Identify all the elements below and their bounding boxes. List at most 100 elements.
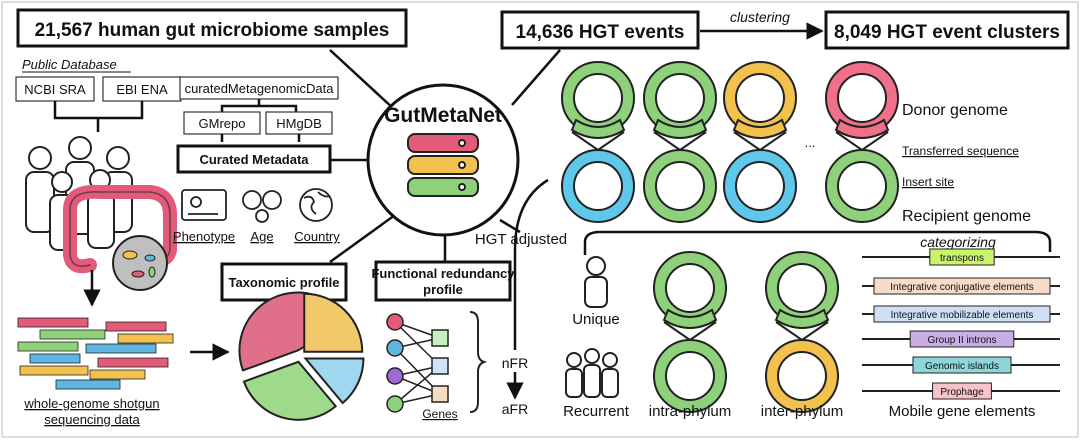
hub-title: GutMetaNet bbox=[384, 104, 502, 127]
recipient-genome-ring bbox=[644, 150, 716, 222]
recipient-ring-inner bbox=[837, 161, 887, 211]
unique-person-icon bbox=[584, 256, 608, 308]
recipient-genome-label: Recipient genome bbox=[902, 208, 1031, 225]
age-icon bbox=[242, 190, 282, 223]
hgt-events-title: 14,636 HGT events bbox=[516, 22, 685, 43]
recipient-ring-inner bbox=[665, 351, 715, 401]
hgt-events-box bbox=[500, 10, 700, 50]
recurrent-people-icon bbox=[565, 348, 619, 398]
recipient-ring-inner bbox=[735, 161, 785, 211]
donor-genome-ring bbox=[562, 62, 634, 134]
ebi-ena-label: EBI ENA bbox=[116, 82, 168, 97]
insert-site-label: Insert site bbox=[902, 175, 954, 189]
recipient-ring-outline bbox=[825, 149, 899, 223]
inter-phylum-label: inter-phylum bbox=[761, 403, 844, 420]
mge-label: transpons bbox=[940, 253, 984, 264]
nfr-label: nFR bbox=[502, 355, 528, 371]
unique-label: Unique bbox=[572, 311, 620, 328]
transferred-sequence bbox=[834, 118, 890, 139]
samples-box bbox=[16, 8, 408, 48]
recurrent-label: Recurrent bbox=[563, 403, 630, 420]
wgs-label-line1: whole-genome shotgun bbox=[23, 396, 159, 411]
recipient-ring-outline bbox=[653, 339, 727, 413]
donor-ring-inner bbox=[837, 73, 887, 123]
transferred-sequence bbox=[774, 308, 830, 329]
mge-element-box bbox=[912, 356, 1012, 374]
mge-label: Genomic islands bbox=[925, 361, 999, 372]
mge-element-box bbox=[909, 330, 1015, 348]
mge-row: Integrative conjugative elements bbox=[862, 277, 1060, 295]
recipient-ring-outline bbox=[765, 339, 839, 413]
donor-ring-inner bbox=[573, 73, 623, 123]
samples-title: 21,567 human gut microbiome samples bbox=[35, 20, 390, 41]
mge-label: Integrative conjugative elements bbox=[890, 282, 1033, 293]
gmrepo-label: GMrepo bbox=[199, 116, 246, 131]
recipient-genome-ring bbox=[724, 150, 796, 222]
pie-slice-yellow bbox=[303, 292, 364, 353]
wgs-label-line2: sequencing data bbox=[44, 412, 140, 427]
ncbi-sra-label: NCBI SRA bbox=[24, 82, 86, 97]
microbe-dish-icon bbox=[112, 235, 168, 291]
hgt-pair-3 bbox=[825, 61, 899, 223]
database-icon bbox=[407, 133, 479, 197]
curatedmetagenomicdata-label: curatedMetagenomicData bbox=[185, 81, 335, 96]
hgt-clusters-box bbox=[824, 10, 1070, 50]
genes-brace bbox=[469, 311, 488, 413]
taxonomic-profile-label: Taxonomic profile bbox=[229, 275, 340, 290]
functional-profile-box bbox=[374, 260, 512, 302]
transferred-sequence-label: Transferred sequence bbox=[902, 144, 1019, 158]
country-label: Country bbox=[294, 229, 340, 244]
public-database-label: Public Database bbox=[22, 57, 117, 72]
mge-label: Prophage bbox=[940, 387, 984, 398]
recipient-ring-inner bbox=[655, 161, 705, 211]
mge-label: Integrative mobilizable elements bbox=[891, 310, 1034, 321]
hgt-adjusted-label: HGT adjusted bbox=[475, 231, 567, 248]
hgt-pair-0 bbox=[561, 61, 635, 223]
recipient-ring-inner bbox=[777, 351, 827, 401]
category-pair-0 bbox=[653, 251, 727, 413]
transferred-sequence bbox=[732, 118, 788, 139]
mge-element-box bbox=[929, 248, 995, 266]
mge-row: transpons bbox=[862, 248, 1060, 266]
donor-genome-label: Donor genome bbox=[902, 102, 1008, 119]
donor-ring-inner bbox=[735, 73, 785, 123]
mge-row: Group II introns bbox=[862, 330, 1060, 348]
donor-ring-inner bbox=[655, 73, 705, 123]
hgt-pair-2 bbox=[723, 61, 797, 223]
country-globe-icon bbox=[299, 188, 333, 222]
mge-element-box bbox=[873, 305, 1051, 323]
mobile-gene-elements-label: Mobile gene elements bbox=[889, 403, 1036, 420]
recipient-ring-outline bbox=[561, 149, 635, 223]
recipient-ring-outline bbox=[723, 149, 797, 223]
transferred-sequence bbox=[570, 118, 626, 139]
donor-genome-ring bbox=[654, 252, 726, 324]
category-pair-1 bbox=[765, 251, 839, 413]
phenotype-icon bbox=[181, 189, 227, 221]
mge-element-box bbox=[873, 277, 1051, 295]
curated-metadata-label: Curated Metadata bbox=[199, 152, 309, 167]
pie-slice-blue bbox=[303, 357, 365, 405]
pie-slice-green bbox=[242, 360, 338, 421]
donor-genome-ring bbox=[766, 252, 838, 324]
recipient-ring-outline bbox=[643, 149, 717, 223]
donor-genome-ring bbox=[826, 62, 898, 134]
hgt-clusters-title: 8,049 HGT event clusters bbox=[834, 22, 1060, 43]
recipient-genome-ring bbox=[562, 150, 634, 222]
donor-genome-ring bbox=[644, 62, 716, 134]
mge-element-box bbox=[932, 382, 992, 400]
mge-row: Genomic islands bbox=[862, 356, 1060, 374]
ncbi-sra-box bbox=[15, 76, 95, 102]
gene-network-graphic bbox=[386, 313, 449, 413]
mge-row: Integrative mobilizable elements bbox=[862, 305, 1060, 323]
donor-genome-ring bbox=[724, 62, 796, 134]
categorizing-label: categorizing bbox=[920, 234, 996, 250]
hub-connectors bbox=[329, 49, 561, 264]
age-label: Age bbox=[250, 229, 273, 244]
mge-label: Group II introns bbox=[928, 335, 997, 346]
transferred-sequence bbox=[652, 118, 708, 139]
genes-label: Genes bbox=[422, 407, 457, 421]
